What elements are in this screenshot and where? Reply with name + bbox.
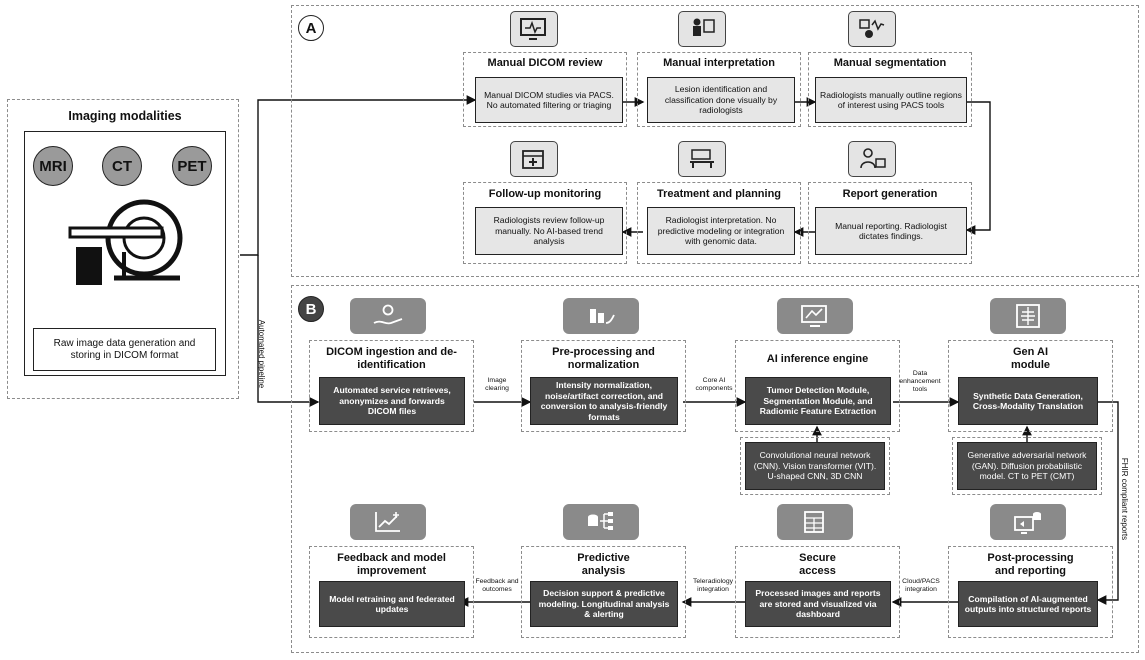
fhir-label: FHIR compliant reports: [1120, 457, 1130, 541]
gen-ai-text: Synthetic Data Generation, Cross-Modalit…: [958, 377, 1098, 425]
core-ai-label: Core AI components: [695, 377, 733, 392]
ai-monitor-icon: [777, 298, 853, 334]
manual-dicom-review-title: Manual DICOM review: [487, 57, 603, 69]
predictive-card: [521, 546, 686, 638]
dicom-ingestion-title: DICOM ingestion and de-identification: [326, 346, 457, 371]
calendar-monitoring-icon: [510, 141, 558, 177]
post-processing-text: Compilation of AI-augmented outputs into…: [958, 581, 1098, 627]
pre-processing-text: Intensity normalization, noise/artifact …: [530, 377, 678, 425]
manual-segmentation-title: Manual segmentation: [833, 57, 947, 69]
modalities-caption: Raw image data generation and storing in…: [33, 328, 216, 371]
report-generation-card: [808, 182, 972, 264]
pre-processing-card: [521, 340, 686, 432]
manual-dicom-review-text: Manual DICOM studies via PACS. No automa…: [475, 77, 623, 123]
data-stack-icon: [563, 298, 639, 334]
treatment-planning-title: Treatment and planning: [656, 188, 782, 200]
feedback-card: [309, 546, 474, 638]
report-generation-text: Manual reporting. Radiologist dictates f…: [815, 207, 967, 255]
dicom-ingestion-card: [309, 340, 474, 432]
imaging-modalities-inner: [24, 131, 226, 376]
post-processing-title: Post-processing and reporting: [987, 552, 1074, 577]
section-b-badge: B: [298, 296, 324, 322]
section-b-panel: [291, 285, 1139, 653]
follow-up-monitoring-text: Radiologists review follow-up manually. …: [475, 207, 623, 255]
manual-dicom-review-card: [463, 52, 627, 127]
xray-chest-icon: [990, 298, 1066, 334]
database-network-icon: [563, 504, 639, 540]
feedback-outcomes-label: Feedback and outcomes: [475, 578, 519, 593]
dicom-ingestion-text: Automated service retrieves, anonymizes …: [319, 377, 465, 425]
pre-processing-title: Pre-processing and normalization: [552, 346, 655, 371]
section-a-panel: [291, 5, 1139, 277]
mri-badge: MRI: [33, 146, 73, 186]
section-a-badge: A: [298, 15, 324, 41]
manual-segmentation-card: [808, 52, 972, 127]
gen-ai-card: [948, 340, 1113, 432]
modalities-title: Imaging modalities: [68, 109, 182, 123]
feedback-text: Model retraining and federated updates: [319, 581, 465, 627]
gen-ai-title: Gen AI module: [1010, 346, 1051, 371]
gan-models-text: Generative adversarial network (GAN). Di…: [957, 442, 1097, 490]
secure-access-card: [735, 546, 900, 638]
imaging-modalities-panel: [7, 99, 239, 399]
monitor-heart-icon: [510, 11, 558, 47]
ai-inference-card: [735, 340, 900, 432]
monitor-database-icon: [990, 504, 1066, 540]
manual-interpretation-text: Lesion identification and classification…: [647, 77, 795, 123]
predictive-title: Predictive analysis: [577, 552, 630, 577]
scanner-icon: [68, 199, 183, 285]
predictive-text: Decision support & predictive modeling. …: [530, 581, 678, 627]
doctor-report-icon: [848, 141, 896, 177]
follow-up-monitoring-card: [463, 182, 627, 264]
pet-badge: PET: [172, 146, 212, 186]
hand-user-icon: [350, 298, 426, 334]
feedback-title: Feedback and model improvement: [337, 552, 446, 577]
secure-access-text: Processed images and reports are stored …: [745, 581, 891, 627]
treatment-bed-icon: [678, 141, 726, 177]
teleradiology-label: Teleradiology integration: [692, 578, 734, 593]
post-processing-card: [948, 546, 1113, 638]
secure-table-icon: [777, 504, 853, 540]
image-clearing-label: Image clearing: [485, 377, 509, 392]
follow-up-monitoring-title: Follow-up monitoring: [488, 188, 602, 200]
automated-pipeline-label: Automated pipeline: [257, 319, 267, 389]
growth-chart-icon: [350, 504, 426, 540]
report-generation-title: Report generation: [842, 188, 938, 200]
manual-interpretation-title: Manual interpretation: [663, 57, 775, 69]
data-enhancement-label: Data enhancement tools: [899, 370, 941, 393]
cloud-pacs-label: Cloud/PACS integration: [902, 578, 940, 593]
ai-inference-text: Tumor Detection Module, Segmentation Mod…: [745, 377, 891, 425]
segmentation-icon: [848, 11, 896, 47]
treatment-planning-text: Radiologist interpretation. No predictiv…: [647, 207, 795, 255]
gan-sub-card: [952, 437, 1102, 495]
ct-badge: CT: [102, 146, 142, 186]
manual-interpretation-card: [637, 52, 801, 127]
ai-inference-title: AI inference engine: [766, 352, 869, 365]
secure-access-title: Secure access: [799, 552, 836, 577]
cnn-sub-card: [740, 437, 890, 495]
cnn-models-text: Convolutional neural network (CNN). Visi…: [745, 442, 885, 490]
manual-segmentation-text: Radiologists manually outline regions of…: [815, 77, 967, 123]
radiologist-icon: [678, 11, 726, 47]
treatment-planning-card: [637, 182, 801, 264]
